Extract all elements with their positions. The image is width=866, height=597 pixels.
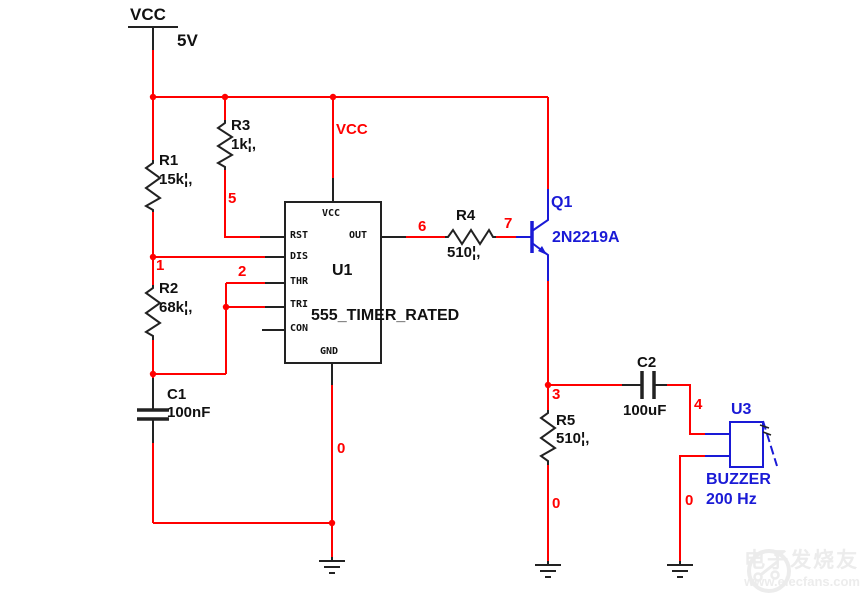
capacitor-c2-symbol xyxy=(622,371,667,399)
r2-value: 68k¦, xyxy=(159,299,193,316)
wire-buzzer-gnd xyxy=(679,455,705,561)
r4-value: 510¦, xyxy=(447,244,481,261)
q1-part: 2N2219A xyxy=(552,229,620,246)
q1-collector-lead xyxy=(531,189,549,232)
q1-ref: Q1 xyxy=(551,194,573,211)
resistor-r4-symbol xyxy=(445,228,496,246)
net-label-0-r5: 0 xyxy=(552,495,561,512)
r5-ref: R5 xyxy=(556,412,576,429)
u1-pin-thr: THR xyxy=(290,276,309,287)
wire-net xyxy=(152,50,705,561)
u1-pin-rst: RST xyxy=(290,230,309,241)
u1-pin-con: CON xyxy=(290,323,309,334)
buzzer-hatch xyxy=(759,424,772,436)
ic-555-pin-stubs xyxy=(260,178,406,385)
vcc-symbol xyxy=(128,26,178,50)
c1-value: 100nF xyxy=(167,404,211,421)
resistor-r1-symbol xyxy=(143,160,162,212)
u3-name: BUZZER xyxy=(706,471,771,488)
buzzer-body xyxy=(729,421,764,468)
ic-555-body xyxy=(260,178,406,385)
r1-ref: R1 xyxy=(159,152,179,169)
c2-value: 100uF xyxy=(623,402,667,419)
u1-part: 555_TIMER_RATED xyxy=(311,307,460,324)
r4-ref: R4 xyxy=(456,207,476,224)
buzzer-diagonal xyxy=(762,420,778,467)
r1-value: 15k¦, xyxy=(159,171,193,188)
u3-ref: U3 xyxy=(731,401,752,418)
u1-ref: U1 xyxy=(332,262,353,279)
r3-value: 1k¦, xyxy=(231,136,257,153)
r5-value: 510¦, xyxy=(556,430,590,447)
u1-pin-dis: DIS xyxy=(290,251,309,262)
net-label-5: 5 xyxy=(228,190,237,207)
watermark: 电子发烧友 www.elecfans.com xyxy=(744,544,860,593)
wire-net4 xyxy=(667,384,705,435)
net-label-vcc: VCC xyxy=(336,121,368,138)
net-label-7: 7 xyxy=(504,215,513,232)
watermark-logo-icon xyxy=(747,549,792,593)
net-label-4: 4 xyxy=(694,396,703,413)
vcc-symbol-label: VCC xyxy=(130,5,166,24)
transistor-q1-symbol xyxy=(516,189,549,281)
u3-freq: 200 Hz xyxy=(706,491,757,508)
vcc-voltage-label: 5V xyxy=(177,31,198,50)
u1-pin-out: OUT xyxy=(349,230,368,241)
ground-buzzer xyxy=(667,561,693,578)
r3-ref: R3 xyxy=(231,117,251,134)
net-label-0-buzzer: 0 xyxy=(685,492,694,509)
resistor-r5-symbol xyxy=(539,410,557,465)
net-label-1: 1 xyxy=(156,257,165,274)
u1-pin-vcc: VCC xyxy=(322,208,341,219)
resistor-r2-symbol xyxy=(144,285,162,340)
net-label-3: 3 xyxy=(552,386,561,403)
ground-symbols xyxy=(319,557,693,578)
resistor-bodies xyxy=(143,120,557,465)
q1-emitter-lead xyxy=(531,242,549,281)
r2-ref: R2 xyxy=(159,280,179,297)
net-label-6: 6 xyxy=(418,218,427,235)
u1-pin-tri: TRI xyxy=(290,299,309,310)
ground-555 xyxy=(319,557,345,574)
ground-r5 xyxy=(535,561,561,578)
q1-emitter-arrow xyxy=(538,246,547,255)
buzzer-u3-symbol xyxy=(705,420,778,468)
resistor-r3-symbol xyxy=(215,120,234,170)
capacitor-c1-symbol xyxy=(137,378,169,443)
net-label-0-ic: 0 xyxy=(337,440,346,457)
u1-pin-gnd: GND xyxy=(320,346,339,357)
net-label-2: 2 xyxy=(238,263,247,280)
junction-dots xyxy=(149,93,552,527)
c1-ref: C1 xyxy=(167,386,187,403)
wire-net5-rst xyxy=(224,170,260,238)
c2-ref: C2 xyxy=(637,354,657,371)
